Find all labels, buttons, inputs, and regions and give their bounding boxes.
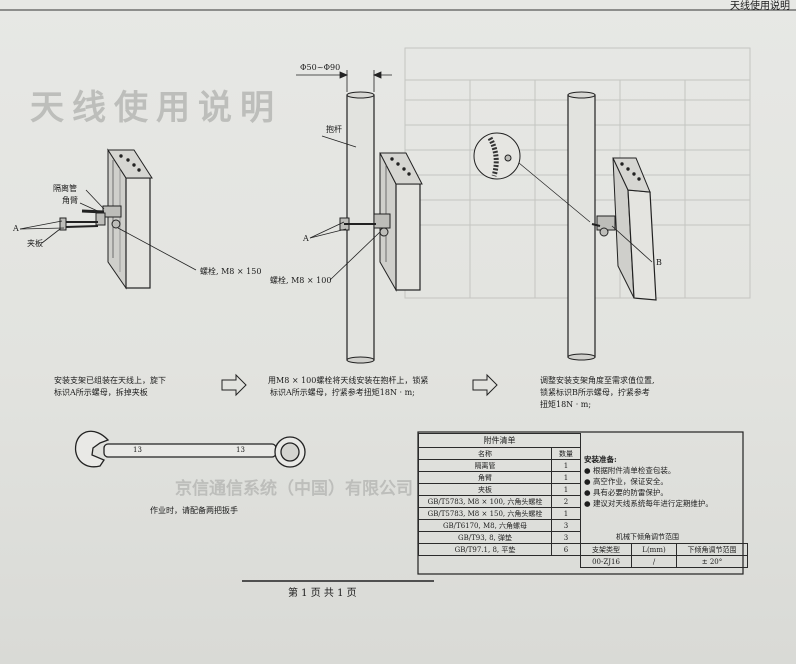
tilt-table: 支架类型 L(mm) 下倾角调节范围 00-ZJ16 / ± 20°	[580, 543, 748, 568]
list-item-text: 根据附件清单检查包装。	[592, 466, 676, 475]
accessories-title: 附件清单	[418, 433, 581, 448]
bracket-3	[591, 215, 616, 237]
accessories-col-name: 名称	[418, 447, 552, 460]
step-3-line-2: 锁紧标识B所示螺母，拧紧参考	[540, 388, 650, 397]
cell-qty: 2	[551, 495, 581, 508]
label-mast: 抱杆	[326, 125, 342, 134]
label-clamp: 夹板	[27, 239, 43, 248]
wrench-size-ring-end: 13	[236, 446, 245, 454]
label-angle-arm: 角臂	[62, 196, 78, 205]
preparation-title: 安装准备:	[584, 455, 617, 464]
antenna-panel-1	[107, 148, 153, 290]
bracket-1	[59, 205, 122, 231]
table-row: 00-ZJ16 / ± 20°	[580, 555, 748, 568]
list-item-text: 建议对天线系统每年进行定期维护。	[592, 499, 713, 508]
cell-name: GB/T97.1, 8, 平垫	[418, 543, 552, 556]
cell-qty: 3	[551, 519, 581, 532]
step-2-line-2: 标识A所示螺母，拧紧参考扭矩18N · m;	[270, 388, 415, 397]
list-item: ● 具有必要的防雷保护。	[584, 488, 668, 497]
cell-name: GB/T5783, M8 × 100, 六角头螺栓	[418, 495, 552, 508]
antenna-panel-3	[612, 157, 657, 301]
mast-3	[567, 91, 596, 361]
cell-qty: 1	[551, 459, 581, 472]
leaders-1	[19, 189, 197, 271]
cell-qty: 6	[551, 543, 581, 556]
label-point-a-1: A	[13, 224, 19, 233]
tilt-header-length: L(mm)	[631, 543, 677, 556]
label-bolt-m8x150: 螺栓, M8 × 150	[200, 267, 262, 276]
step-3-line-1: 调整安装支架角度至需求值位置,	[540, 376, 655, 385]
bracket-2	[339, 213, 391, 237]
page-number: 第 1 页 共 1 页	[288, 588, 357, 599]
tilt-table-title: 机械下倾角调节范围	[616, 533, 679, 541]
label-diameter: Φ50~Φ90	[300, 63, 341, 72]
label-spacer-pipe: 隔离管	[53, 184, 77, 193]
tilt-cell-type: 00-ZJ16	[580, 555, 632, 568]
cell-qty: 1	[551, 471, 581, 484]
ghost-title: 天线使用说明	[30, 88, 282, 128]
label-point-a-2: A	[303, 234, 309, 243]
cell-qty: 3	[551, 531, 581, 544]
tilt-header-type: 支架类型	[580, 543, 632, 556]
cell-name: GB/T6170, M8, 六角螺母	[418, 519, 552, 532]
leaders-2	[309, 135, 381, 281]
cell-name: GB/T93, 8, 弹垫	[418, 531, 552, 544]
preparation-list: 安装准备: ● 根据附件清单检查包装。 ● 高空作业，保证安全。 ● 具有必要的…	[584, 454, 713, 509]
accessories-col-qty: 数量	[551, 447, 581, 460]
ghost-company: 京信通信系统（中国）有限公司	[175, 479, 413, 499]
label-bolt-m8x100: 螺栓, M8 × 100	[270, 276, 332, 285]
wrench-icon	[74, 430, 306, 468]
step-1-line-2: 标识A所示螺母，拆掉夹板	[54, 388, 148, 397]
list-item: ● 根据附件清单检查包装。	[584, 466, 676, 475]
cell-name: 角臂	[418, 471, 552, 484]
mast-2	[346, 91, 375, 364]
tilt-header-range: 下倾角调节范围	[676, 543, 748, 556]
cell-qty: 1	[551, 483, 581, 496]
tilt-cell-range: ± 20°	[676, 555, 748, 568]
diameter-dimension	[296, 70, 392, 92]
wrench-note: 作业时，请配备两把扳手	[150, 506, 238, 515]
label-point-b: B	[656, 258, 662, 267]
step-1-line-1: 安装支架已组装在天线上，旋下	[54, 376, 166, 385]
tilt-cell-length: /	[631, 555, 677, 568]
detail-callout	[473, 132, 653, 263]
header-title: 天线使用说明	[730, 1, 790, 12]
cell-name: GB/T5783, M8 × 150, 六角头螺栓	[418, 507, 552, 520]
cell-name: 夹板	[418, 483, 552, 496]
step-3-line-3: 扭矩18N · m;	[540, 400, 592, 409]
step-2-line-1: 用M8 × 100螺栓将天线安装在抱杆上，锁紧	[268, 376, 429, 385]
step-arrows	[221, 373, 498, 397]
cell-name: 隔离管	[418, 459, 552, 472]
list-item: ● 高空作业，保证安全。	[584, 477, 668, 486]
cell-qty: 1	[551, 507, 581, 520]
wrench-size-open-end: 13	[133, 446, 142, 454]
list-item-text: 高空作业，保证安全。	[592, 477, 668, 486]
list-item-text: 具有必要的防雷保护。	[592, 488, 668, 497]
list-item: ● 建议对天线系统每年进行定期维护。	[584, 499, 713, 508]
